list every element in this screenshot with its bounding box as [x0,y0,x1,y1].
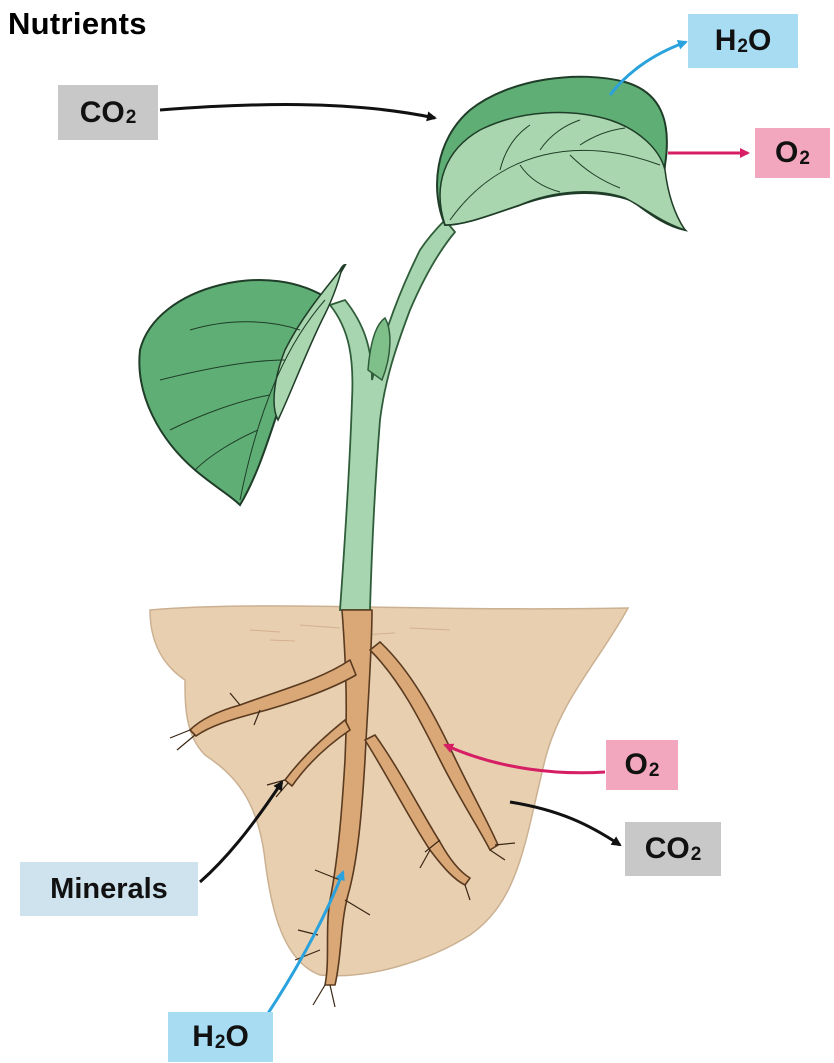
stem [330,220,455,610]
co2-in-arrow [160,105,435,118]
minerals-label: Minerals [20,862,198,916]
left-leaf [139,265,345,505]
diagram-title: Nutrients [8,6,147,42]
